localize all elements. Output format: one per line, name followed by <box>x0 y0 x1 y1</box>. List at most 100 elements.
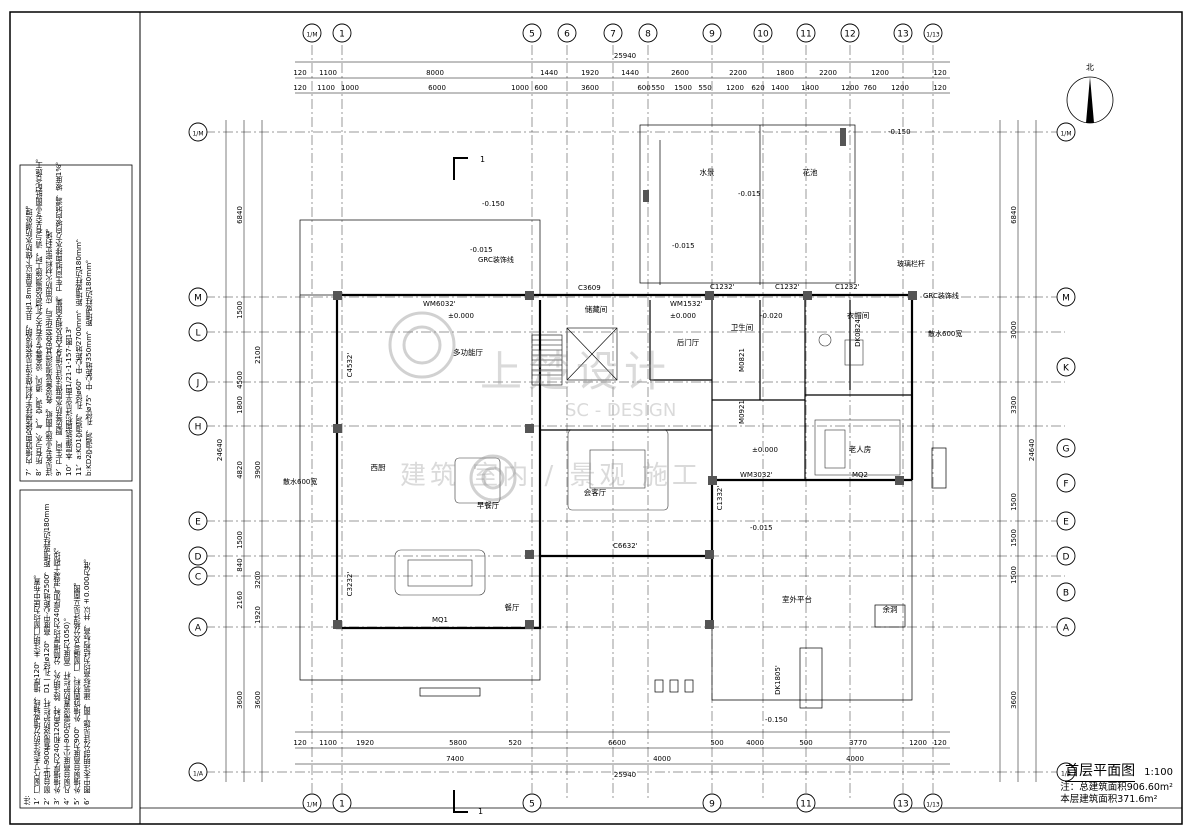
axis-label: 10 <box>757 30 769 40</box>
axis-bubble: G <box>1056 438 1076 458</box>
door-label: M0821 <box>738 348 746 372</box>
dim-right-inner: 3300 <box>1010 396 1018 414</box>
axis-label: 1/M <box>192 131 203 138</box>
annotation-label: GRC装饰线 <box>478 255 514 264</box>
axis-label: 1/13 <box>926 32 940 39</box>
notes-text-2: 注: 1、门窗尺寸未标注的分墙或轴线，墙厚120，未注明门窗均为居中布置。 2、… <box>22 495 92 805</box>
dim-left-inner: 3600 <box>254 691 262 709</box>
axis-label: 1/M <box>306 32 317 39</box>
title-block: 首层平面图 1:100 注：总建筑面积906.60m² 本层建筑面积371.6m… <box>1060 760 1173 806</box>
note-line: 详见各专业施工图纸。各设备管道须待其安装完毕后，应用防火材料密实封堵。 <box>44 224 53 476</box>
axis-bubble: 1/A <box>188 762 208 782</box>
room-label: 储藏间 <box>585 304 608 314</box>
dim-left-inner: 3600 <box>236 691 244 709</box>
window-label: C1332' <box>716 486 724 511</box>
axis-bubble: 1/M <box>1056 122 1076 142</box>
annotation-label: MQ2 <box>852 471 868 479</box>
axis-bubble: L <box>188 322 208 342</box>
axis-bubble: H <box>188 416 208 436</box>
axis-bubble: 1/M <box>302 23 322 43</box>
annotation-label: WM3032' <box>740 471 773 479</box>
dim-bottom-row1: 120 <box>933 739 946 747</box>
dim-top-row1: 1440 <box>540 69 558 77</box>
annotation-labels: ±0.000±0.000±0.000-0.015-0.015-0.015-0.0… <box>283 63 1094 816</box>
floor-area-note: 本层建筑面积371.6m² <box>1060 794 1158 805</box>
axis-label: C <box>195 573 201 583</box>
dim-right-inner: 1500 <box>1010 529 1018 547</box>
note-line: 2、窗台低于900者需设防护栏杆，D1一孔径ø120，高度中心距地2500，距墙… <box>42 503 51 805</box>
dim-top-row2: 760 <box>863 84 876 92</box>
notes-frame-1 <box>19 164 133 482</box>
annotation-label: C6632' <box>613 542 638 550</box>
annotation-label: ±0.000 <box>752 446 778 454</box>
dim-bottom-row2: 4000 <box>846 755 864 763</box>
axis-label: 9 <box>709 30 715 40</box>
axis-label: F <box>1063 480 1068 490</box>
annotation-label: WM1532' <box>670 300 703 308</box>
axis-bubble: M <box>1056 287 1076 307</box>
dim-left-inner: 6840 <box>236 206 244 224</box>
axis-bubble: A <box>188 617 208 637</box>
axis-bubble: 1/13 <box>923 793 943 813</box>
room-label: 水景 <box>700 167 715 177</box>
axis-bubble: 5 <box>522 23 542 43</box>
axis-bubble: 1 <box>332 793 352 813</box>
dim-right-inner: 3000 <box>1010 321 1018 339</box>
dim-left-inner: 1500 <box>236 301 244 319</box>
north-label: 北 <box>1086 63 1094 72</box>
dim-left-inner: 1800 <box>236 396 244 414</box>
dim-right-total: 24640 <box>1028 439 1036 461</box>
axis-label: 12 <box>844 30 855 40</box>
dim-top-row2: 3600 <box>581 84 599 92</box>
bottom-dimensions <box>295 731 950 765</box>
room-labels: 多功能厅会客厅西厨早餐厅餐厅储藏间后门厅卫生间老人房衣帽间室外平台水景花池余洞 <box>371 167 898 614</box>
section-mark-bottom: 1 <box>478 807 483 816</box>
dim-bottom-row1: 3770 <box>849 739 867 747</box>
dim-left-inner: 1920 <box>254 606 262 624</box>
axis-bubble: 1 <box>332 23 352 43</box>
exterior-walls <box>335 293 914 630</box>
dim-top-row2: 550 <box>651 84 664 92</box>
dim-left-inner: 2100 <box>254 346 262 364</box>
dim-right-inner: 3600 <box>1010 691 1018 709</box>
note-line: 3、外墙墙厚为240和120两种，除注明外，分隔墙厚均为240厚加气混凝土砌块。 <box>52 543 61 805</box>
axis-label: K <box>1063 364 1070 374</box>
structural-columns <box>333 128 917 629</box>
dim-left-total: 24640 <box>216 439 224 461</box>
axis-label: 7 <box>610 30 616 40</box>
annotation-label: -0.150 <box>888 128 911 136</box>
dim-bottom-row2: 4000 <box>653 755 671 763</box>
dim-top-row2: 120 <box>933 84 946 92</box>
axis-label: B <box>1063 589 1069 599</box>
room-label: 会客厅 <box>584 487 607 497</box>
dim-top-row1: 1920 <box>581 69 599 77</box>
door-label: DK1805' <box>774 665 782 695</box>
room-label: 室外平台 <box>782 594 812 604</box>
dim-top-row2: 1400 <box>771 84 789 92</box>
dim-left-inner: 3200 <box>254 571 262 589</box>
note-line: b:KD2空调洞，孔径ø75，中心距地350mm，距墙或柱边180mm。 <box>84 255 93 476</box>
drawing-scale: 1:100 <box>1144 767 1173 778</box>
annotation-label: C1232' <box>835 283 860 291</box>
notes-text-1: 7、内墙饰面及楼梯扶手材料做法详见装修说明，且在1.8m高度以下做防水防潮处理。… <box>24 155 94 476</box>
dim-left-inner: 4500 <box>236 371 244 389</box>
window-label: C3232' <box>346 572 354 597</box>
dim-top-row2: 1100 <box>317 84 335 92</box>
annotation-label: C1232' <box>710 283 735 291</box>
dim-top-row2: 6000 <box>428 84 446 92</box>
axis-bubble: 1/13 <box>923 23 943 43</box>
annotation-label: ±0.000 <box>670 312 696 320</box>
dim-bottom-row1: 5800 <box>449 739 467 747</box>
axis-bubble: F <box>1056 473 1076 493</box>
axis-bubble: B <box>1056 582 1076 602</box>
dim-bottom-row1: 500 <box>799 739 812 747</box>
axis-bubble: 10 <box>753 23 773 43</box>
dim-top-row2: 600 <box>534 84 547 92</box>
drawing-title: 首层平面图 <box>1065 760 1136 782</box>
annotation-label: 散水600宽 <box>283 477 317 486</box>
dim-left-inner: 2160 <box>236 591 244 609</box>
left-dimensions <box>225 120 263 782</box>
axis-label: A <box>195 624 202 634</box>
axis-bubble: D <box>1056 546 1076 566</box>
dim-top-row1: 2200 <box>819 69 837 77</box>
